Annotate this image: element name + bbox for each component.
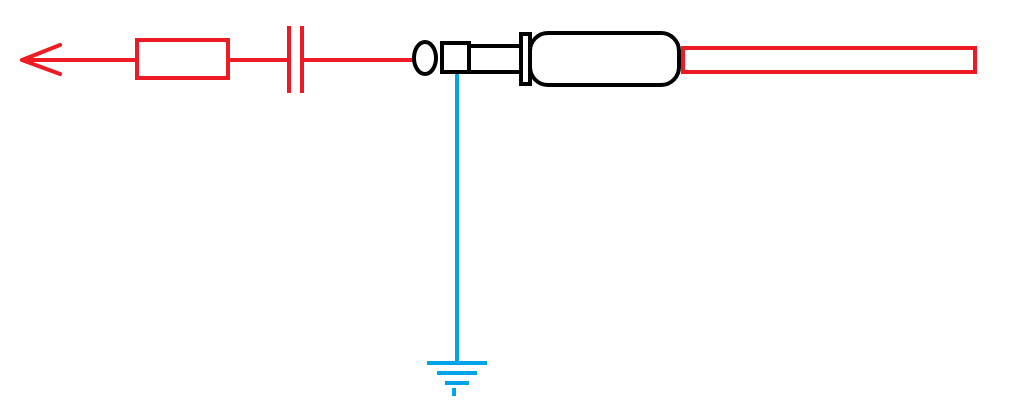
audio-plug	[412, 31, 681, 87]
resistor	[135, 38, 230, 80]
capacitor	[287, 26, 304, 93]
plug-ring	[440, 41, 471, 74]
plug-cable	[681, 46, 977, 74]
output-arrow-icon	[20, 43, 139, 76]
plug-sleeve	[467, 44, 523, 74]
plug-tip	[412, 40, 438, 76]
ground-icon	[427, 361, 487, 396]
plug-body	[528, 31, 681, 87]
